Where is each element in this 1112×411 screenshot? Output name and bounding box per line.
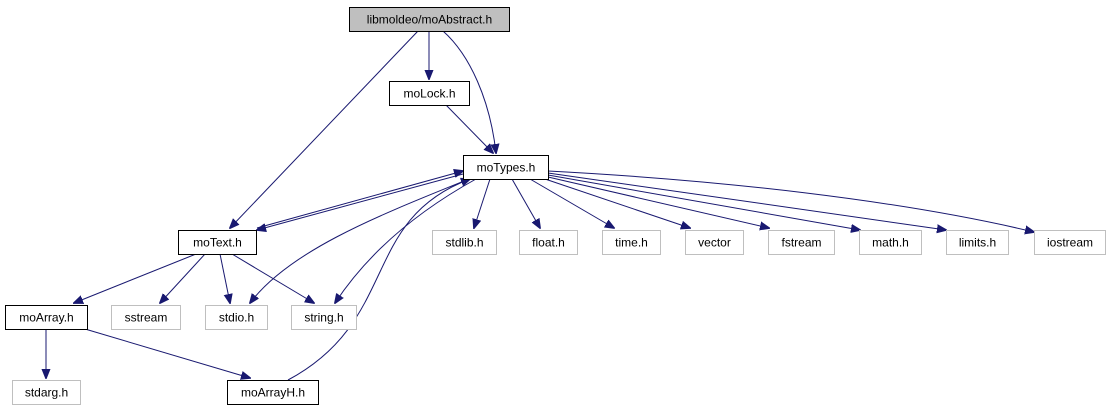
edge-motypes-to-math <box>547 174 860 230</box>
node-label: float.h <box>532 236 565 250</box>
node-box <box>349 7 510 32</box>
nodes-layer: libmoldeo/moAbstract.h moLock.h moTypes.h m… <box>5 7 1106 405</box>
node-float: float.h <box>519 230 578 255</box>
edge-moarray-to-moarrayh <box>84 328 250 378</box>
node-label: stdarg.h <box>25 386 68 400</box>
edge-moarrayh-to-motypes <box>287 179 470 381</box>
node-box <box>768 230 835 255</box>
node-molock[interactable]: moLock.h <box>389 81 470 106</box>
node-stdio: stdio.h <box>205 305 268 330</box>
edge-motypes-to-iostream <box>547 170 1034 232</box>
edge-motypes-to-stdio <box>250 178 470 303</box>
edge-motext-to-stdio <box>219 253 230 303</box>
node-label: stdio.h <box>219 311 254 325</box>
node-label: vector <box>698 236 731 250</box>
node-label: iostream <box>1047 236 1093 250</box>
node-iostream: iostream <box>1034 230 1106 255</box>
node-box <box>205 305 268 330</box>
node-box <box>519 230 578 255</box>
node-label: fstream <box>781 236 821 250</box>
node-box <box>389 81 470 106</box>
node-moabstract[interactable]: libmoldeo/moAbstract.h <box>349 7 510 32</box>
node-label: string.h <box>304 311 343 325</box>
edge-moabstract-to-motext <box>230 30 419 228</box>
node-motext[interactable]: moText.h <box>178 230 257 255</box>
node-sstream: sstream <box>111 305 181 330</box>
node-box <box>5 305 88 330</box>
node-box <box>602 230 661 255</box>
edge-molock-to-motypes <box>445 104 493 153</box>
edge-motypes-to-float <box>511 178 540 228</box>
node-label: moArray.h <box>19 311 73 325</box>
edge-motypes-to-limits <box>547 172 946 230</box>
node-box <box>859 230 922 255</box>
node-label: libmoldeo/moAbstract.h <box>367 13 492 27</box>
node-box <box>111 305 181 330</box>
node-label: math.h <box>872 236 909 250</box>
node-time: time.h <box>602 230 661 255</box>
edge-motext-to-string <box>231 253 314 303</box>
node-fstream: fstream <box>768 230 835 255</box>
edge-motypes-to-motext <box>257 173 464 230</box>
node-label: stdlib.h <box>445 236 483 250</box>
node-label: moLock.h <box>403 87 455 101</box>
edge-motext-to-moarray <box>74 253 197 303</box>
node-moarray[interactable]: moArray.h <box>5 305 88 330</box>
edge-motypes-to-stdlib <box>474 178 491 228</box>
node-label: limits.h <box>959 236 996 250</box>
node-label: time.h <box>615 236 648 250</box>
node-box <box>12 380 81 405</box>
node-stdarg: stdarg.h <box>12 380 81 405</box>
node-motypes[interactable]: moTypes.h <box>463 155 549 180</box>
edge-motypes-to-fstream <box>547 176 769 228</box>
node-box <box>946 230 1009 255</box>
node-limits: limits.h <box>946 230 1009 255</box>
edge-motypes-to-time <box>529 178 614 228</box>
node-box <box>291 305 357 330</box>
edges-layer <box>46 30 1034 381</box>
node-moarrayh[interactable]: moArrayH.h <box>227 380 319 405</box>
node-stdlib: stdlib.h <box>432 230 497 255</box>
edge-motext-to-sstream <box>160 253 206 303</box>
node-box <box>1034 230 1106 255</box>
node-box <box>463 155 549 180</box>
node-math: math.h <box>859 230 922 255</box>
edge-moabstract-to-motypes <box>442 30 496 153</box>
node-label: sstream <box>125 311 168 325</box>
node-box <box>227 380 319 405</box>
node-label: moArrayH.h <box>241 386 305 400</box>
node-box <box>178 230 257 255</box>
edge-motypes-to-vector <box>544 178 690 228</box>
edge-motypes-to-string <box>335 178 477 303</box>
node-string: string.h <box>291 305 357 330</box>
node-label: moText.h <box>193 236 242 250</box>
node-vector: vector <box>685 230 744 255</box>
node-box <box>685 230 744 255</box>
node-label: moTypes.h <box>477 161 536 175</box>
node-box <box>432 230 497 255</box>
edge-motext-to-motypes <box>256 171 463 229</box>
